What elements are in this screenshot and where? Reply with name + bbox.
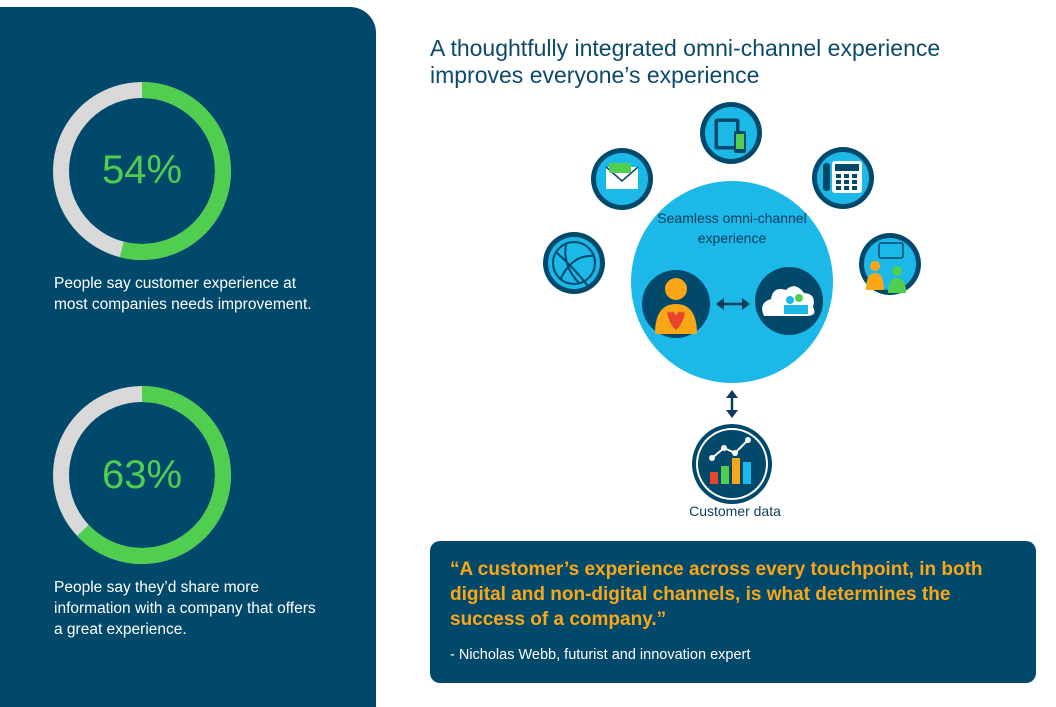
customer-person-icon bbox=[642, 270, 710, 338]
hub-label: Seamless omni-channel experience bbox=[657, 210, 807, 246]
vertical-arrow-icon bbox=[726, 390, 738, 418]
customer-data-label: Customer data bbox=[689, 503, 781, 519]
donut-chart-1 bbox=[53, 82, 231, 260]
donut-progress bbox=[53, 82, 231, 260]
quote-text: “A customer’s experience across every to… bbox=[450, 559, 983, 630]
chat-people-icon bbox=[859, 233, 921, 295]
two-way-arrow-icon bbox=[716, 298, 750, 310]
donut-progress bbox=[53, 386, 231, 564]
donut-chart-2 bbox=[53, 386, 231, 564]
desk-phone-icon bbox=[812, 147, 874, 209]
quote-attribution: - Nicholas Webb, futurist and innovation… bbox=[450, 647, 751, 663]
stat-value-1: 54% bbox=[101, 148, 183, 192]
page-title: A thoughtfully integrated omni-channel e… bbox=[430, 35, 941, 88]
stat-value-2: 63% bbox=[101, 453, 183, 497]
cloud-people-icon bbox=[755, 267, 823, 335]
stat-description-1: People say customer experience at most c… bbox=[54, 275, 312, 313]
omni-channel-diagram bbox=[543, 102, 921, 504]
email-icon bbox=[591, 148, 653, 210]
analytics-chart-icon bbox=[692, 424, 772, 504]
quote-box: “A customer’s experience across every to… bbox=[430, 541, 1036, 683]
globe-icon bbox=[543, 232, 605, 294]
stats-panel bbox=[0, 7, 376, 707]
stat-description-2: People say they’d share more information… bbox=[54, 579, 316, 638]
tablet-phone-icon bbox=[700, 102, 762, 164]
